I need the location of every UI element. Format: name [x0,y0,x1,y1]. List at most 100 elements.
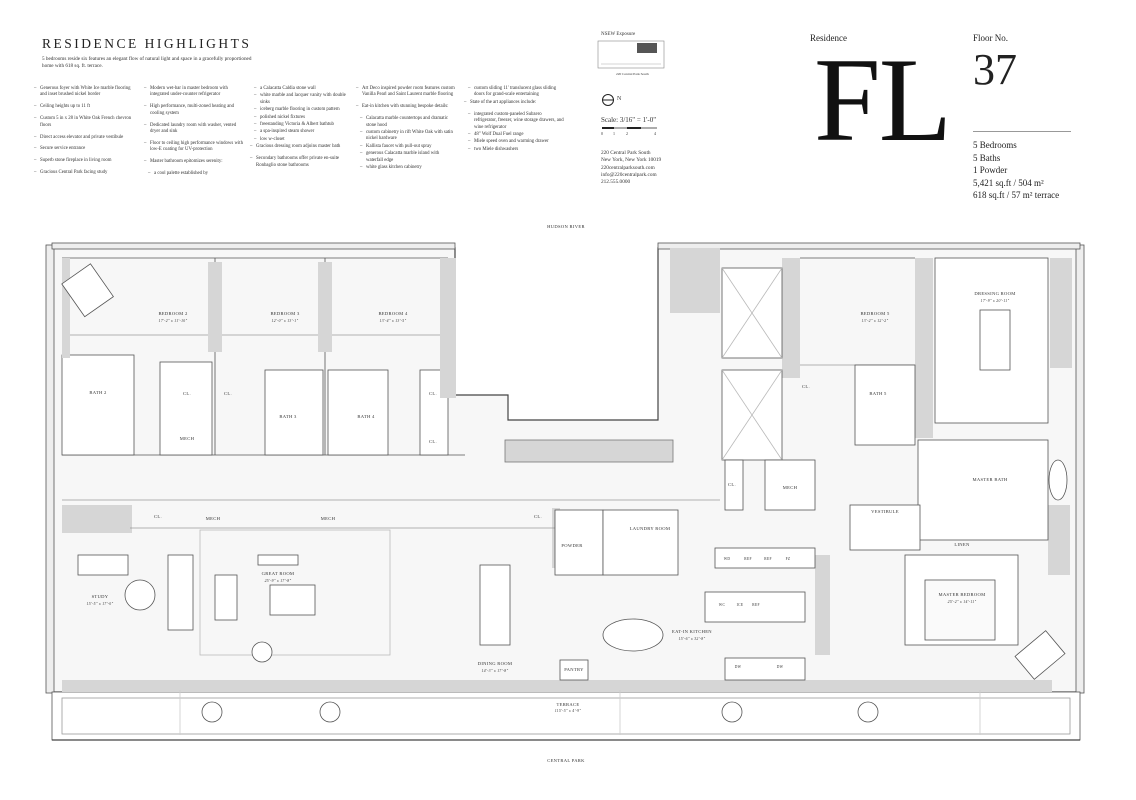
room-label-bedroom-3: BEDROOM 3 [270,311,300,316]
highlight-item: custom sliding 11' translucent glass sli… [464,86,564,99]
highlight-item: freestanding Victoria & Albert bathtub [250,122,350,129]
highlight-item: Eat-in kitchen with stunning bespoke det… [356,104,456,111]
highlight-item: iceberg marble flooring in custom patter… [250,107,350,114]
compass-north-label: N [617,96,622,102]
master-bath-room [917,439,1049,541]
appliance-label: DW [777,665,784,669]
room-label-closet: CL. [728,482,736,487]
north-orientation-label: HUDSON RIVER [547,224,585,229]
bath-3-room [264,369,324,456]
room-label-bedroom-4: BEDROOM 4 [378,311,408,316]
room-label-study: STUDY [92,594,109,599]
address-line[interactable]: 220centralparksouth.com [601,164,655,171]
powder-room [554,509,604,576]
room-label-master-bath: MASTER BATH [972,477,1007,482]
highlight-item: State of the art appliances include: [464,100,564,107]
key-plan-label: NSEW Exposure [601,32,636,37]
room-label-laundry: LAUNDRY ROOM [630,526,671,531]
room-dim-master-bedroom: 25'-2" x 14'-11" [948,600,977,604]
south-orientation-label: CENTRAL PARK [547,758,585,763]
pantry-room [559,659,589,681]
key-plan-diagram [597,40,665,69]
room-label-powder: POWDER [561,543,583,548]
highlight-item: Ceiling heights up to 11 ft [34,104,134,111]
north-facade-left [51,242,456,250]
address-line: 220 Central Park South [601,150,651,156]
closet-block [159,361,213,456]
key-plan-sublabel: 220 Central Park South [616,72,649,76]
room-label-closet: CL. [183,391,191,396]
bath-2-room [61,354,135,456]
highlights-intro: 5 bedrooms reside six features an elegan… [42,56,252,69]
residence-label: Residence [810,33,847,43]
room-label-mech: MECH [321,516,336,521]
room-label-mech: MECH [783,485,798,490]
appliance-label: REF [752,603,760,607]
scale-tick-0: 0 [601,131,603,136]
highlight-item: Generous foyer with White Ice marble flo… [34,86,134,99]
room-label-closet: CL. [429,439,437,444]
room-label-closet: CL. [154,514,162,519]
kitchen-island [704,591,806,623]
highlight-item: Gracious dressing room adjoins master ba… [250,144,350,151]
room-label-linen: LINEN [954,542,970,547]
highlights-column-4: Art Deco inspired powder room features c… [356,86,456,172]
highlight-item: a spa-inspired steam shower [250,129,350,136]
highlight-item: Miele speed oven and warming drawer [464,139,564,146]
room-label-mech: MECH [180,436,195,441]
room-dim-bedroom-5: 13'-2" x 12'-2" [862,319,889,323]
highlight-item: Floor to ceiling high performance window… [144,141,244,154]
highlight-item: Gracious Central Park facing study [34,170,134,177]
floor-label: Floor No. [973,33,1009,43]
highlight-item: Direct access elevator and private vesti… [34,135,134,142]
highlight-item: custom cabinetry in rift White Oak with … [356,130,456,143]
room-label-vestibule: VESTIBULE [871,509,899,514]
terrace-label: TERRACE [556,702,579,707]
room-label-bath-5: BATH 5 [869,391,887,396]
compass-icon [602,94,614,106]
terrace-inner [61,697,1071,735]
room-label-mech: MECH [206,516,221,521]
stat-bedrooms: 5 Bedrooms [973,140,1017,150]
highlight-item: generous Calacatta marble island with wa… [356,151,456,164]
west-facade [45,244,55,694]
room-dim-study: 15'-5" x 17'-0" [87,602,114,606]
highlight-item: a Calacatta Caldia stone wall [250,86,350,93]
appliance-label: ICE [737,603,744,607]
highlight-item: a cool palette established by [144,171,244,178]
address-line[interactable]: info@220centralpark.com [601,171,657,178]
terrace [51,691,1081,741]
stat-powder: 1 Powder [973,165,1008,175]
dressing-island [979,309,1011,371]
vestibule-room [849,504,921,551]
room-dim-great-room: 25'-9" x 17'-8" [265,579,292,583]
highlight-item: Superb stone fireplace in living room [34,158,134,165]
room-label-closet: CL. [534,514,542,519]
highlight-item: white marble and lacquer vanity with dou… [250,93,350,106]
room-label-bath-3: BATH 3 [279,414,297,419]
room-dim-bedroom-2: 17'-2" x 11'-10" [159,319,188,323]
room-label-dressing-room: DRESSING ROOM [974,291,1015,296]
room-label-closet: CL. [429,391,437,396]
highlights-column-3: a Calacatta Caldia stone wall white marb… [250,86,350,174]
highlight-item: High performance, multi-zoned heating an… [144,104,244,117]
highlight-item: Custom 5 in x 28 in White Oak French che… [34,116,134,129]
residence-letters: FL [814,33,952,166]
appliance-label: FZ [786,557,791,561]
kitchen-appliance-wall [714,547,816,569]
stat-terrace: 618 sq.ft / 57 m² terrace [973,190,1060,200]
room-label-bath-2: BATH 2 [89,390,107,395]
highlight-item: Kallista faucet with pull-out spray [356,144,456,151]
highlight-item: white glass kitchen cabinetry [356,165,456,172]
appliance-label: WC [719,603,726,607]
highlight-item: Art Deco inspired powder room features c… [356,86,456,99]
laundry-room [602,509,679,576]
highlight-item: polished nickel fixtures [250,115,350,122]
highlight-item: Master bathroom epitomizes serenity: [144,159,244,166]
residence-stats: 5 Bedrooms 5 Baths 1 Powder 5,421 sq.ft … [973,139,1059,202]
highlights-column-1: Generous foyer with White Ice marble flo… [34,86,134,182]
room-label-bedroom-5: BEDROOM 5 [860,311,890,316]
room-label-dining-room: DINING ROOM [478,661,513,666]
eat-in-table [602,618,664,652]
appliance-label: REF [764,557,772,561]
